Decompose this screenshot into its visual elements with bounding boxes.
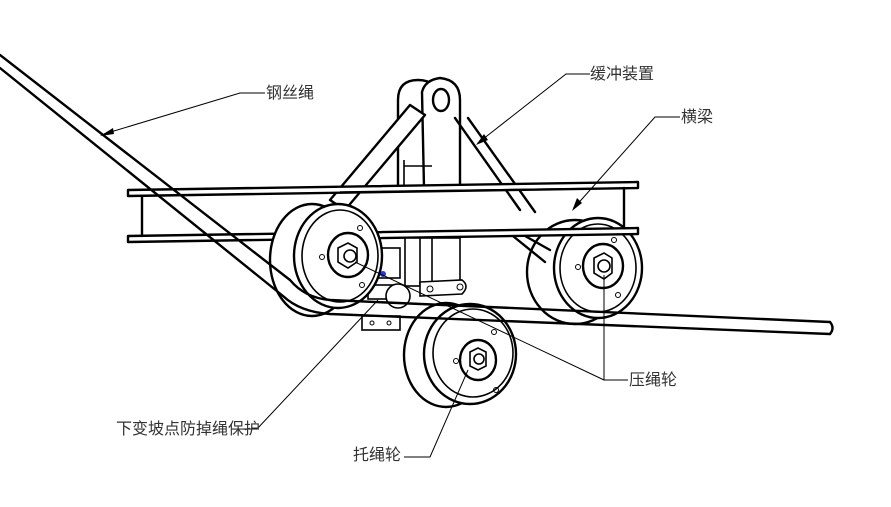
label-buffer-device: 缓冲装置: [590, 64, 655, 83]
label-cross-beam: 横梁: [681, 107, 714, 126]
leader-lines: [100, 73, 680, 458]
right-pressure-wheel: [525, 216, 644, 326]
wire-rope: [0, 53, 834, 336]
cross-beam: [126, 180, 640, 244]
label-pressure-wheel: 压绳轮: [629, 370, 678, 389]
buffer-device-frame: [328, 76, 552, 264]
label-anti-derail-guard: 下变坡点防掉绳保护: [116, 419, 261, 438]
support-wheel: [402, 301, 518, 409]
label-wire-rope: 钢丝绳: [266, 83, 315, 102]
label-support-wheel: 托绳轮: [353, 445, 402, 464]
left-pressure-wheel: [268, 202, 384, 318]
hanger-bracket: [404, 237, 467, 297]
